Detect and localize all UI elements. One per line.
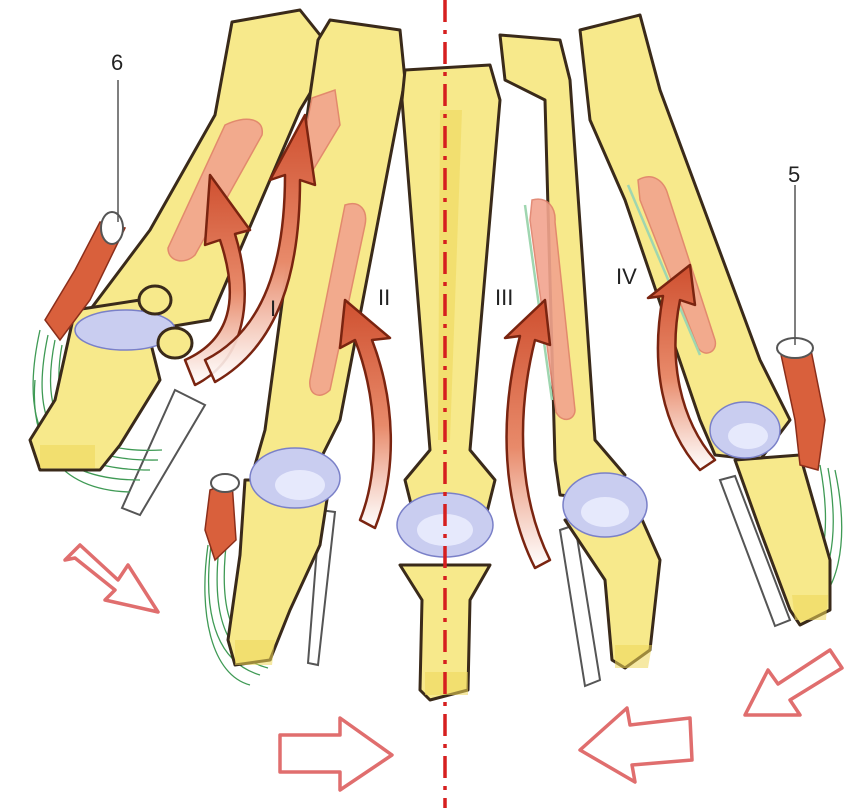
muscle-cut-end-ray-I <box>211 474 239 492</box>
bone-ray-IV-metacarpal <box>580 15 790 460</box>
abduction-arrow-ray-III <box>505 300 550 568</box>
label-digit-IV: IV <box>616 264 637 289</box>
push-arrow-left <box>65 545 158 612</box>
push-arrow-right <box>745 650 842 715</box>
push-arrow-bottom-right <box>580 708 692 782</box>
abductor-muscle-ray-IV <box>780 345 825 470</box>
ray-II <box>397 65 500 700</box>
label-marker-5: 5 <box>788 162 800 187</box>
abduction-arrow-ray-I <box>340 300 391 528</box>
sesamoid-upper <box>139 286 171 314</box>
abductor-muscle-ray-I <box>205 482 236 560</box>
label-digit-II: II <box>378 285 390 310</box>
muscle-cut-end-far-left <box>101 212 123 244</box>
sesamoid-lower <box>158 328 192 358</box>
label-marker-6: 6 <box>111 50 123 75</box>
label-digit-III: III <box>495 285 513 310</box>
push-arrow-bottom-left <box>280 718 392 790</box>
label-digit-I: I <box>270 296 276 321</box>
